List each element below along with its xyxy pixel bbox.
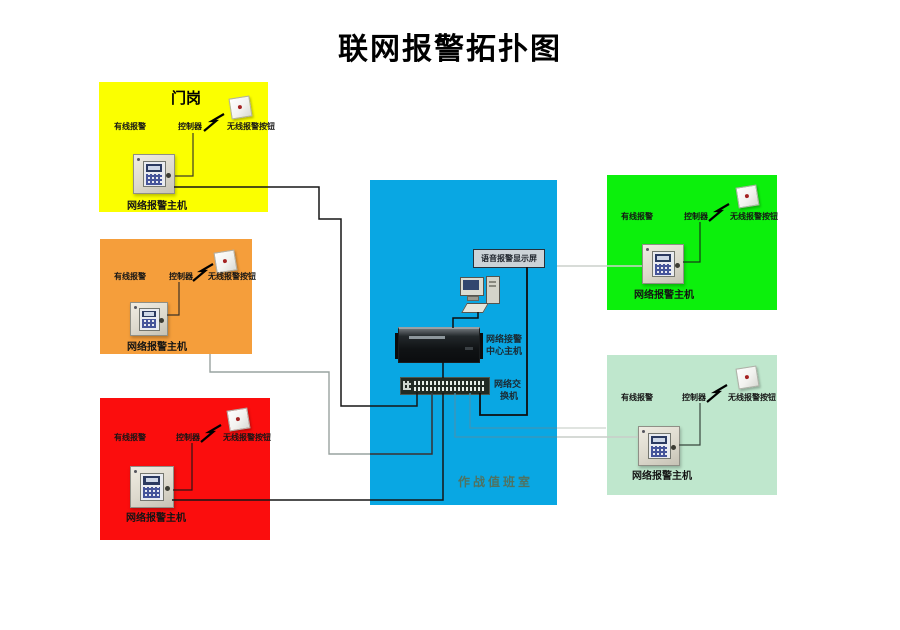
link-pc-to-server bbox=[452, 312, 479, 328]
host-knob bbox=[166, 173, 172, 179]
wired-alarm-label: 有线报警 bbox=[114, 122, 146, 131]
alarm-host-label: 网络报警主机 bbox=[126, 513, 186, 524]
lightning-icon bbox=[706, 384, 728, 403]
station-gate-title: 门岗 bbox=[171, 90, 202, 107]
server-ear bbox=[395, 333, 398, 359]
link-display-to-switch bbox=[479, 267, 528, 416]
lightning-icon bbox=[192, 263, 214, 282]
network-switch bbox=[400, 377, 490, 395]
host-knob bbox=[671, 445, 677, 451]
lightning-icon bbox=[200, 424, 222, 443]
server-ear bbox=[480, 333, 483, 359]
link-lightgreen-inside-center bbox=[454, 393, 557, 438]
wired-alarm-label: 有线报警 bbox=[114, 433, 146, 442]
host-keys bbox=[143, 487, 161, 499]
controller-label: 控制器 bbox=[682, 393, 706, 402]
switch-mgmt-ports bbox=[403, 381, 411, 390]
wireless-button-label: 无线报警按钮 bbox=[223, 433, 271, 442]
link-red-controller-host bbox=[173, 443, 193, 491]
center-host-label-line2: 中心主机 bbox=[486, 346, 523, 356]
link-orange-inside-center bbox=[370, 393, 433, 455]
host-keys bbox=[145, 174, 163, 185]
link-gate-controller-host bbox=[175, 133, 194, 177]
switch-label-line2: 换机 bbox=[500, 391, 519, 401]
station-light-green: 有线报警 控制器 无线报警按钮 网络报警主机 bbox=[607, 355, 777, 495]
alarm-host-label: 网络报警主机 bbox=[127, 342, 187, 353]
host-knob bbox=[159, 318, 165, 324]
host-led bbox=[137, 158, 140, 161]
switch-label: 网络交 换机 bbox=[494, 378, 521, 402]
server-faceplate bbox=[408, 336, 446, 340]
alarm-host-label: 网络报警主机 bbox=[634, 290, 694, 301]
wireless-button-label: 无线报警按钮 bbox=[208, 272, 256, 281]
station-green: 有线报警 控制器 无线报警按钮 网络报警主机 bbox=[607, 175, 778, 310]
diagram-title: 联网报警拓扑图 bbox=[338, 33, 562, 66]
link-orange-to-switch bbox=[209, 354, 433, 455]
host-keys bbox=[141, 319, 157, 329]
switch-port-row bbox=[414, 381, 484, 385]
wireless-button-label: 无线报警按钮 bbox=[728, 393, 776, 402]
switch-port-row bbox=[414, 387, 484, 391]
host-keypad bbox=[647, 433, 671, 460]
host-led bbox=[134, 470, 137, 473]
server-vent bbox=[464, 347, 473, 351]
voice-display-label: 语音报警显示屏 bbox=[473, 249, 545, 268]
host-led bbox=[134, 306, 137, 309]
host-keypad bbox=[651, 251, 675, 278]
alarm-host-device bbox=[130, 466, 174, 508]
host-keypad bbox=[138, 308, 160, 331]
host-led bbox=[642, 430, 645, 433]
host-keypad bbox=[142, 161, 166, 188]
alarm-host-device bbox=[638, 426, 680, 466]
center-host-server bbox=[395, 327, 483, 363]
lightning-icon bbox=[203, 113, 225, 132]
wired-alarm-label: 有线报警 bbox=[621, 393, 653, 402]
station-gate: 门岗 有线报警 控制器 无线报警按钮 网络报警主机 bbox=[99, 82, 275, 212]
alarm-host-device bbox=[133, 154, 175, 194]
alarm-host-device bbox=[130, 302, 168, 336]
alarm-host-label: 网络报警主机 bbox=[127, 201, 187, 212]
wired-alarm-label: 有线报警 bbox=[114, 272, 146, 281]
host-knob bbox=[675, 263, 681, 269]
host-screen bbox=[141, 310, 157, 318]
link-red-to-switch bbox=[172, 393, 444, 501]
host-screen bbox=[143, 476, 161, 485]
host-screen bbox=[654, 254, 672, 262]
station-red: 有线报警 控制器 无线报警按钮 网络报警主机 bbox=[100, 398, 271, 540]
controller-label: 控制器 bbox=[178, 122, 202, 131]
control-center: 语音报警显示屏 网络接警 中心主机 网络交 换机 作战值班室 bbox=[370, 180, 557, 505]
alarm-host-device bbox=[642, 244, 684, 284]
wired-alarm-label: 有线报警 bbox=[621, 212, 653, 221]
link-green-controller-host bbox=[683, 222, 701, 263]
host-screen bbox=[650, 436, 668, 444]
station-orange: 有线报警 控制器 无线报警按钮 网络报警主机 bbox=[100, 239, 256, 354]
link-lightgreen-controller-host bbox=[679, 403, 701, 446]
room-name-label: 作战值班室 bbox=[458, 475, 534, 489]
host-keys bbox=[650, 446, 668, 457]
switch-label-line1: 网络交 bbox=[494, 379, 522, 389]
alarm-host-label: 网络报警主机 bbox=[632, 471, 692, 482]
pc-stand bbox=[467, 296, 479, 301]
link-green-inside-center bbox=[469, 393, 557, 429]
pc-tower bbox=[486, 276, 500, 304]
center-host-label-line1: 网络接警 bbox=[486, 334, 523, 344]
host-knob bbox=[165, 486, 171, 492]
controller-label: 控制器 bbox=[169, 272, 193, 281]
wireless-button-label: 无线报警按钮 bbox=[730, 212, 778, 221]
controller-label: 控制器 bbox=[684, 212, 708, 221]
lightning-icon bbox=[708, 203, 730, 222]
wireless-button-label: 无线报警按钮 bbox=[227, 122, 275, 131]
host-led bbox=[646, 248, 649, 251]
host-keys bbox=[654, 264, 672, 275]
center-host-label: 网络接警 中心主机 bbox=[486, 333, 522, 357]
host-keypad bbox=[140, 473, 165, 501]
pc-monitor bbox=[460, 277, 484, 296]
link-orange-controller-host bbox=[167, 282, 180, 316]
link-gate-to-switch bbox=[174, 186, 418, 407]
host-screen bbox=[145, 164, 163, 172]
pc-icon bbox=[458, 275, 502, 315]
controller-label: 控制器 bbox=[176, 433, 200, 442]
